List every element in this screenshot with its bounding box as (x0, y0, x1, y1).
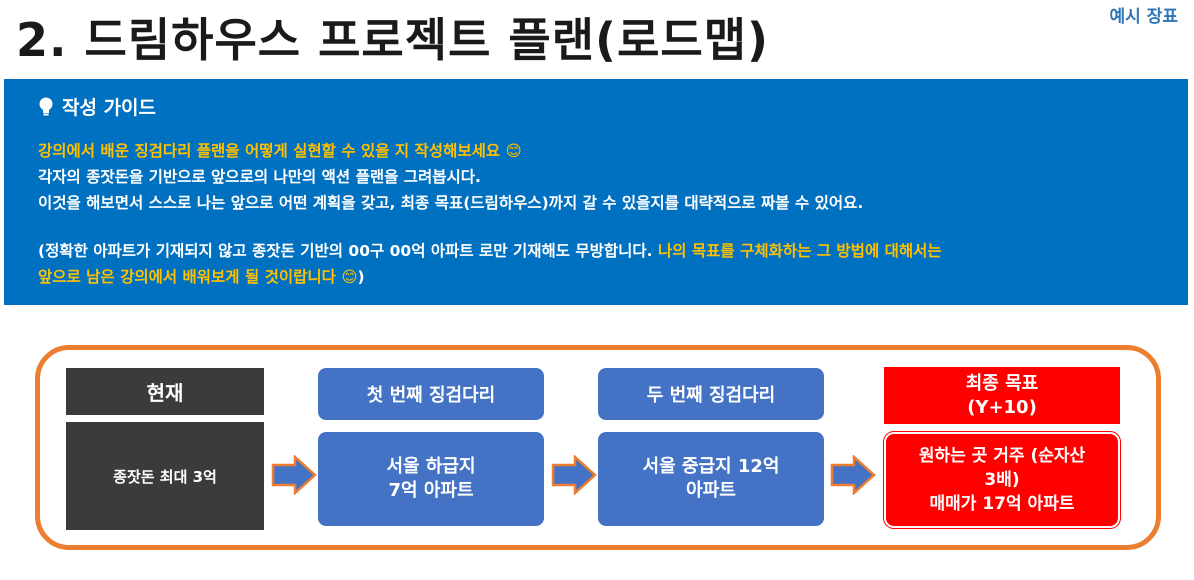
step1-body: 서울 하급지 7억 아파트 (318, 432, 544, 526)
guide-line-4-highlight: 나의 목표를 구체화하는 그 방법에 대해서는 (652, 242, 942, 260)
guide-heading-text: 작성 가이드 (62, 97, 157, 119)
current-header-text: 현재 (146, 381, 184, 405)
goal-header: 최종 목표 (Y+10) (884, 367, 1120, 424)
lightbulb-icon (39, 97, 53, 115)
step2-body-line2: 아파트 (686, 480, 736, 501)
goal-body-line1: 원하는 곳 거주 (순자산 (918, 446, 1086, 466)
guide-line-5: 앞으로 남은 강의에서 배워보게 될 것이랍니다 😊) (38, 264, 1168, 290)
page-title: 2. 드림하우스 프로젝트 플랜(로드맵) (16, 13, 770, 67)
goal-body: 원하는 곳 거주 (순자산 3배) 매매가 17억 아파트 (883, 431, 1121, 529)
example-tag: 예시 장표 (1109, 7, 1178, 27)
current-body: 종잣돈 최대 3억 (66, 422, 264, 530)
current-body-text: 종잣돈 최대 3억 (113, 467, 217, 486)
step1-header-text: 첫 번째 징검다리 (366, 385, 496, 406)
right-arrow-icon (830, 455, 876, 495)
step1-header: 첫 번째 징검다리 (318, 368, 544, 420)
step2-body: 서울 중급지 12억 아파트 (598, 432, 824, 526)
goal-body-line3: 매매가 17억 아파트 (929, 494, 1075, 514)
guide-line-4: (정확한 아파트가 기재되지 않고 종잣돈 기반의 00구 00억 아파트 로만… (38, 238, 1168, 264)
guide-line-5-close: ) (357, 268, 365, 286)
guide-line-5-highlight: 앞으로 남은 강의에서 배워보게 될 것이랍니다 😊 (38, 268, 358, 286)
guide-line-1: 강의에서 배운 징검다리 플랜을 어떻게 실현할 수 있을 지 작성해보세요 😊 (38, 142, 522, 160)
right-arrow-icon (271, 455, 317, 495)
guide-line-2: 각자의 종잣돈을 기반으로 앞으로의 나만의 액션 플랜을 그려봅시다. (38, 168, 481, 186)
step1-body-line2: 7억 아파트 (388, 480, 474, 501)
step2-header-text: 두 번째 징검다리 (646, 385, 776, 406)
writing-guide-panel: 작성 가이드 강의에서 배운 징검다리 플랜을 어떻게 실현할 수 있을 지 작… (4, 79, 1188, 305)
guide-line-3: 이것을 해보면서 스스로 나는 앞으로 어떤 계획을 갖고, 최종 목표(드림하… (38, 194, 864, 212)
goal-header-line1: 최종 목표 (965, 372, 1039, 394)
current-header: 현재 (66, 368, 264, 415)
step1-body-line1: 서울 하급지 (386, 456, 476, 477)
step2-body-line1: 서울 중급지 12억 (642, 456, 780, 477)
goal-header-line2: (Y+10) (967, 396, 1037, 418)
guide-heading: 작성 가이드 (38, 93, 1168, 120)
right-arrow-icon (551, 455, 597, 495)
step2-header: 두 번째 징검다리 (598, 368, 824, 420)
goal-body-line2: 3배) (984, 470, 1020, 490)
guide-line-4-note: (정확한 아파트가 기재되지 않고 종잣돈 기반의 00구 00억 아파트 로만… (38, 242, 653, 260)
roadmap-frame (35, 345, 1161, 550)
